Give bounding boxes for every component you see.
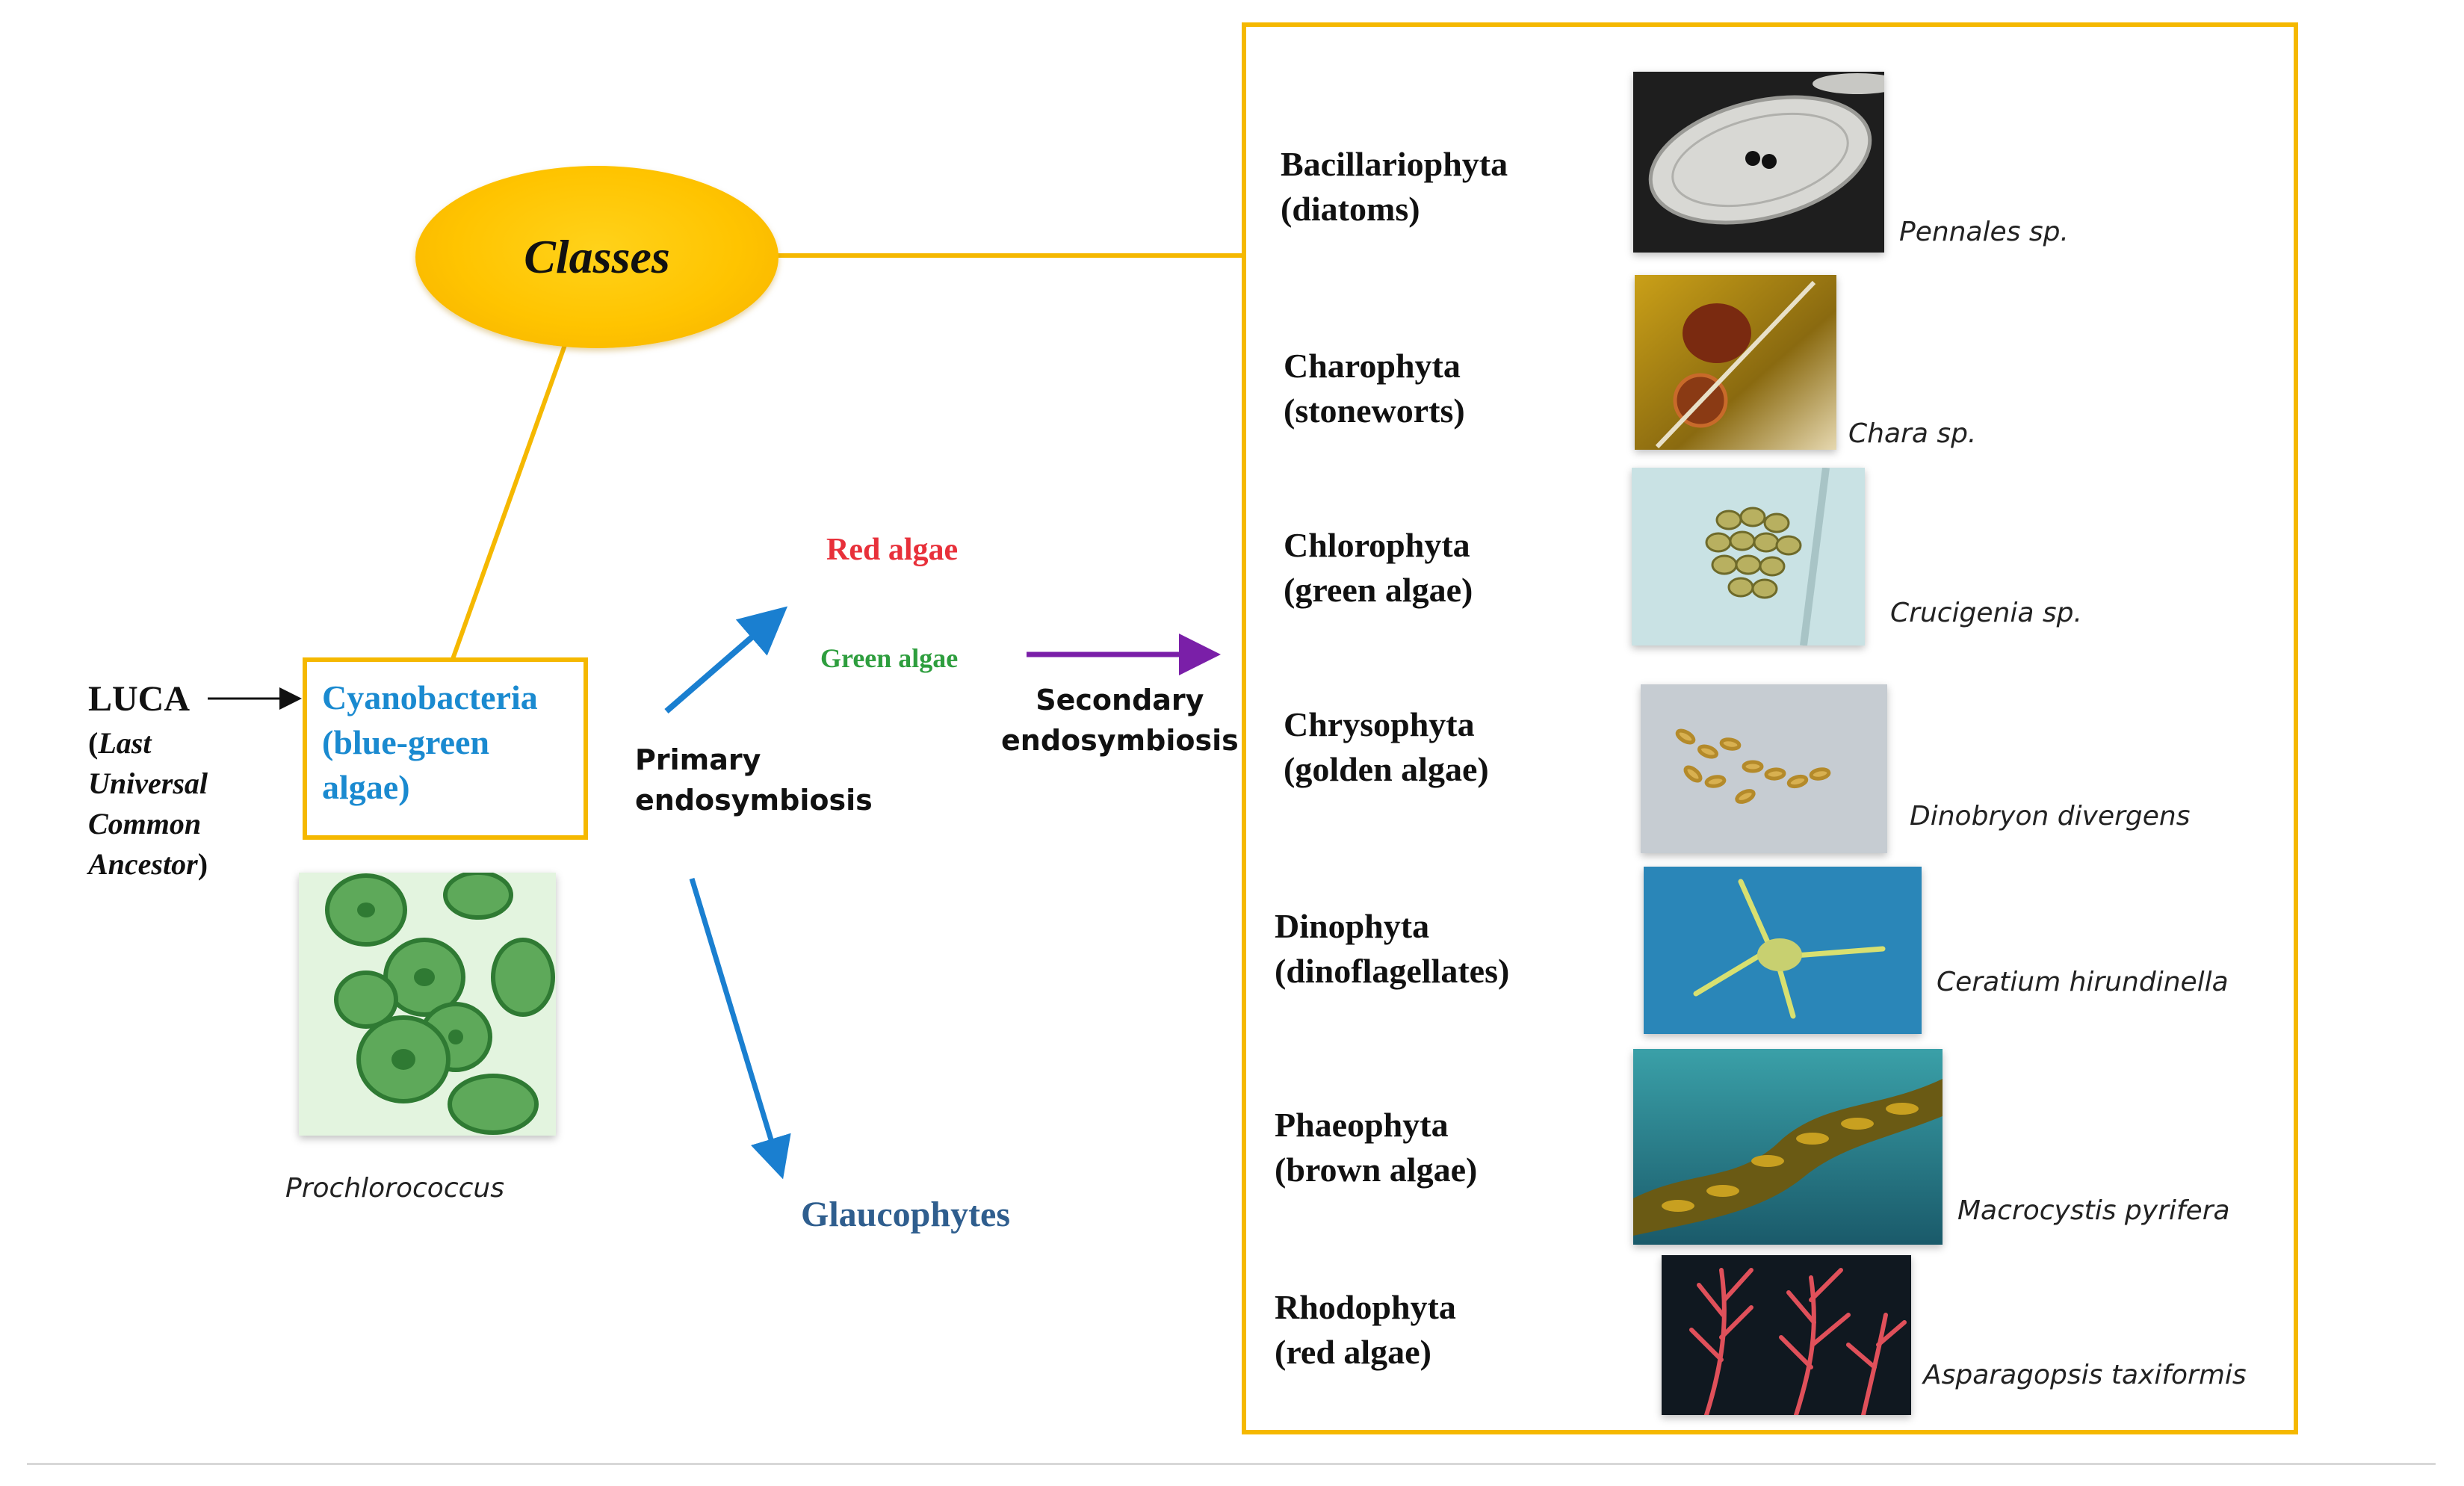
prochlorococcus-photo — [299, 873, 556, 1136]
primary-endosymbiosis-label: Primary endosymbiosis — [635, 743, 873, 817]
class-dinophyta: Dinophyta(dinoflagellates) — [1275, 907, 1510, 990]
crucigenia-caption: Crucigenia sp. — [1890, 598, 2082, 628]
asparagopsis-caption: Asparagopsis taxiformis — [1923, 1360, 2247, 1390]
cyanobacteria-line2: (blue-green — [322, 723, 490, 761]
green-algae-label: Green algae — [820, 643, 959, 673]
class-phaeophyta: Phaeophyta(brown algae) — [1275, 1106, 1478, 1189]
pennales-caption: Pennales sp. — [1899, 217, 2069, 247]
luca-label: LUCA — [88, 679, 191, 719]
classes-hub-label: Classes — [524, 230, 670, 283]
primary-arrow-down — [689, 877, 791, 1180]
chara-photo — [1635, 275, 1836, 450]
ceratium-caption: Ceratium hirundinella — [1937, 967, 2229, 997]
luca-full-name: (Last Universal Common Ancestor) — [88, 726, 208, 881]
crucigenia-photo — [1632, 468, 1865, 646]
class-chlorophyta: Chlorophyta(green algae) — [1284, 526, 1473, 609]
classes-panel — [1242, 22, 2298, 1434]
class-rhodophyta: Rhodophyta(red algae) — [1275, 1288, 1456, 1371]
glaucophytes-label: Glaucophytes — [801, 1195, 1011, 1234]
bottom-divider — [27, 1463, 2436, 1465]
primary-arrow-up — [664, 606, 788, 714]
pennales-photo — [1633, 72, 1884, 253]
dinobryon-caption: Dinobryon divergens — [1910, 801, 2191, 832]
class-bacillariophyta: Bacillariophyta(diatoms) — [1281, 145, 1508, 228]
class-charophyta: Charophyta(stoneworts) — [1284, 347, 1465, 430]
classes-hub: Classes — [415, 166, 778, 348]
cyanobacteria-box: Cyanobacteria (blue-green algae) — [303, 657, 588, 840]
macrocystis-photo — [1633, 1049, 1943, 1245]
secondary-endosymbiosis-label: Secondary endosymbiosis — [1001, 684, 1239, 757]
chara-caption: Chara sp. — [1848, 418, 1977, 449]
dinobryon-photo — [1641, 684, 1887, 853]
class-chrysophyta: Chrysophyta(golden algae) — [1284, 705, 1489, 788]
asparagopsis-photo — [1662, 1255, 1911, 1415]
prochlorococcus-caption: Prochlorococcus — [285, 1173, 504, 1204]
macrocystis-caption: Macrocystis pyrifera — [1957, 1195, 2230, 1226]
cyanobacteria-line3: algae) — [322, 768, 410, 806]
hub-to-cyanobacteria-line — [451, 344, 567, 660]
ceratium-photo — [1644, 867, 1922, 1034]
red-algae-label: Red algae — [826, 533, 959, 567]
cyanobacteria-line1: Cyanobacteria — [322, 678, 538, 716]
